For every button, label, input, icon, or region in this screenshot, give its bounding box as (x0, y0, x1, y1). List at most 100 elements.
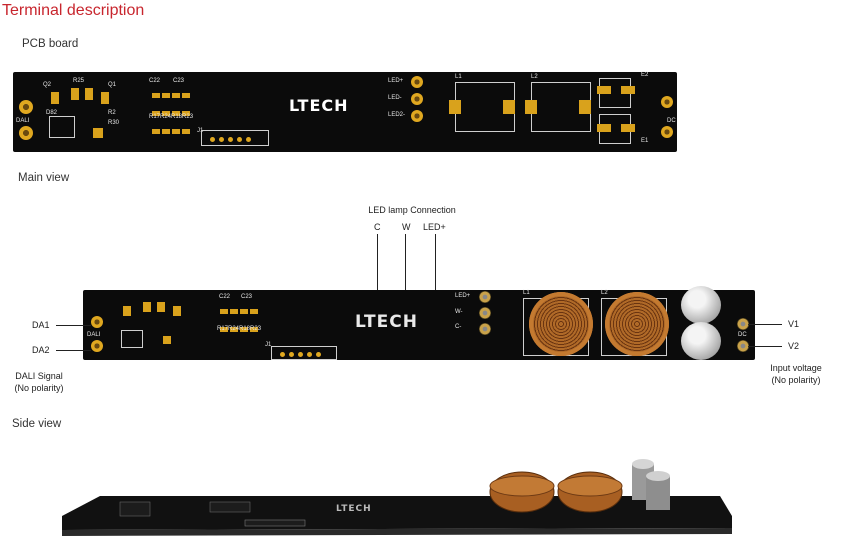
main-silk-dc: DC (738, 332, 747, 338)
leader-line-da1 (56, 325, 91, 326)
pcb-pad-ledplus (411, 76, 423, 88)
pcb-pad-da1 (19, 100, 33, 114)
section-label-side: Side view (12, 418, 62, 430)
leader-line-v1 (748, 324, 782, 325)
pcb-silk-r25: R25 (73, 78, 85, 84)
pcb-silk-l1: L1 (455, 74, 462, 80)
pcb-pad-v2 (661, 126, 673, 138)
main-component (123, 306, 131, 316)
main-component (143, 302, 151, 312)
pcb-outline (49, 116, 75, 138)
leader-line-da2 (56, 350, 91, 351)
page-title: Terminal description (2, 2, 145, 19)
pcb-silk-dali: DALI (16, 118, 30, 124)
pcb-silk-q1: Q1 (108, 82, 117, 88)
label-input-no-polarity: (No polarity) (771, 375, 821, 385)
main-silk-resistors: R17R24R18R23 (217, 326, 262, 332)
main-silk-l1: L1 (523, 290, 530, 296)
pcb-pad-da2 (19, 126, 33, 140)
main-silk-dali: DALI (87, 332, 101, 338)
pcb-pad (621, 124, 635, 132)
leader-line-ledplus (435, 234, 436, 296)
label-dali-signal: DALI Signal (15, 371, 63, 381)
pcb-silk-ledminus: LED- (388, 95, 402, 101)
side-logo: LTECH (336, 504, 372, 514)
pcb-silk-c22: C22 (149, 78, 161, 84)
pcb-silk-q2: Q2 (43, 82, 52, 88)
pcb-silk-d82: D82 (46, 110, 58, 116)
pcb-silk-j1: J1 (197, 128, 204, 134)
label-led-lamp-connection: LED lamp Connection (368, 205, 456, 215)
pcb-pad-ledminus (411, 93, 423, 105)
pcb-silk-e1: E1 (641, 138, 649, 144)
pcb-component (51, 92, 59, 104)
terminal-ledplus (479, 291, 491, 303)
label-c: C (374, 222, 381, 232)
pcb-component (93, 128, 103, 138)
capacitor-e2 (681, 286, 721, 324)
pcb-pad (579, 100, 591, 114)
pcb-component (71, 88, 79, 100)
main-silk-ledplus: LED+ (455, 293, 471, 299)
main-view-board: DALI C22 C23 R17R24R18R23 J1 LTECH LED+ … (83, 286, 755, 360)
pcb-logo: LTECH (289, 96, 349, 115)
section-label-main: Main view (18, 172, 70, 184)
inductor-l2 (605, 292, 669, 356)
pcb-board-image: DALI Q2 R25 Q1 R2 D82 R30 C22 C23 R17R24… (13, 72, 677, 152)
side-view-board-svg (62, 459, 732, 536)
pcb-pad (597, 124, 611, 132)
capacitor-e1 (681, 322, 721, 360)
pcb-pad (525, 100, 537, 114)
label-v2: V2 (788, 341, 800, 351)
pcb-silk-l2: L2 (531, 74, 538, 80)
terminal-v2 (737, 340, 749, 352)
terminal-da2 (91, 340, 103, 352)
label-ledplus: LED+ (423, 222, 446, 232)
main-silk-c22: C22 (219, 294, 231, 300)
label-w: W (402, 222, 411, 232)
main-silk-j1: J1 (265, 342, 272, 348)
terminal-c (479, 323, 491, 335)
pcb-silk-r30: R30 (108, 120, 120, 126)
label-input-voltage: Input voltage (770, 363, 822, 373)
pcb-silk-e2: E2 (641, 72, 649, 78)
main-component (157, 302, 165, 312)
pcb-silk-led2minus: LED2- (388, 112, 406, 118)
label-v1: V1 (788, 319, 800, 329)
side-view-image: LTECH (60, 456, 732, 536)
pcb-pad (597, 86, 611, 94)
leader-line-c (377, 234, 378, 326)
main-component (163, 336, 171, 344)
terminal-v1 (737, 318, 749, 330)
leader-line-v2 (748, 346, 782, 347)
main-silk-c23: C23 (241, 294, 253, 300)
leader-line-w (405, 234, 406, 312)
label-da2: DA2 (32, 345, 50, 355)
pcb-header-j1 (201, 130, 269, 146)
pcb-silk-resistors: R17R24R18R23 (149, 114, 194, 120)
pcb-silk-dc: DC (667, 118, 676, 124)
pcb-chip-array (151, 86, 197, 140)
main-outline (121, 330, 143, 348)
main-header-j1 (271, 346, 337, 360)
pcb-pad-v1 (661, 96, 673, 108)
pcb-component (85, 88, 93, 100)
pcb-silk-r2: R2 (108, 110, 116, 116)
main-silk-w: W- (455, 309, 463, 315)
pcb-silk-c23: C23 (173, 78, 185, 84)
inductor-l1 (529, 292, 593, 356)
pcb-pad-led2 (411, 110, 423, 122)
main-silk-c: C- (455, 324, 462, 330)
label-da1: DA1 (32, 320, 50, 330)
terminal-w (479, 307, 491, 319)
label-dali-no-polarity: (No polarity) (14, 383, 64, 393)
main-component (173, 306, 181, 316)
main-chip-array (219, 302, 263, 338)
pcb-pad (621, 86, 635, 94)
main-logo: LTECH (355, 312, 418, 332)
pcb-component (101, 92, 109, 104)
terminal-da1 (91, 316, 103, 328)
pcb-silk-ledplus: LED+ (388, 78, 404, 84)
pcb-pad (503, 100, 515, 114)
section-label-pcb: PCB board (22, 38, 79, 50)
